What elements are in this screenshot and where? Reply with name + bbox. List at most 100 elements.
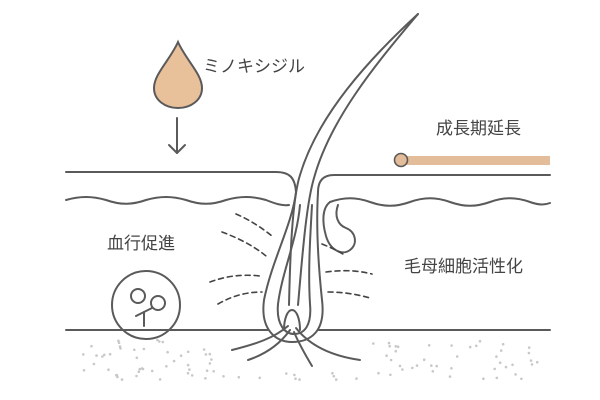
dot xyxy=(188,368,191,371)
dot xyxy=(372,342,375,345)
dot xyxy=(511,363,514,367)
dot xyxy=(468,345,472,349)
dot xyxy=(108,352,112,356)
dot xyxy=(398,364,402,368)
dot xyxy=(137,370,141,374)
dot xyxy=(431,370,435,373)
dot xyxy=(172,359,176,363)
dot xyxy=(204,377,207,380)
dot xyxy=(475,344,478,348)
dot xyxy=(208,352,212,356)
dot xyxy=(161,340,165,344)
skin-surface-line xyxy=(65,171,297,193)
dot xyxy=(385,354,388,358)
dot xyxy=(396,345,400,349)
arrow-down-icon xyxy=(168,117,186,154)
dot xyxy=(107,368,110,372)
dot xyxy=(455,355,459,358)
dot xyxy=(135,356,139,360)
sebaceous-gland xyxy=(322,201,356,254)
dot xyxy=(186,363,190,367)
capillary-line xyxy=(295,327,361,361)
dot xyxy=(166,350,169,354)
dot xyxy=(115,373,118,377)
dot xyxy=(92,362,96,366)
dot xyxy=(401,368,404,371)
blood-cell-icon xyxy=(111,270,181,340)
epidermis-wavy-line xyxy=(65,196,290,207)
dot xyxy=(499,349,503,352)
dot xyxy=(95,354,98,357)
dot xyxy=(493,367,497,371)
dot xyxy=(529,359,533,362)
dot xyxy=(82,369,86,372)
dot xyxy=(179,354,183,358)
dot xyxy=(331,371,334,375)
dot xyxy=(212,370,215,373)
dot xyxy=(388,344,392,348)
droplet-icon xyxy=(152,39,204,110)
capillary-line xyxy=(293,331,313,367)
dot xyxy=(140,367,144,370)
dot xyxy=(482,377,485,381)
dot xyxy=(355,377,358,380)
dot xyxy=(535,360,539,364)
dot xyxy=(158,378,162,381)
dot xyxy=(204,353,208,356)
dot xyxy=(135,374,138,378)
dot xyxy=(186,371,190,375)
dot xyxy=(415,364,419,367)
skin-surface-line-right xyxy=(317,174,551,193)
dot xyxy=(186,350,190,354)
dot xyxy=(520,377,523,381)
dot xyxy=(387,341,391,345)
dot xyxy=(504,365,508,369)
dot xyxy=(377,371,380,375)
dot xyxy=(120,378,124,381)
dot xyxy=(156,338,159,342)
dot xyxy=(222,375,225,378)
dot xyxy=(117,341,121,345)
dot xyxy=(298,378,301,381)
dot xyxy=(90,344,93,348)
dot xyxy=(165,365,168,368)
dot xyxy=(133,348,136,352)
dot xyxy=(202,348,206,351)
follicle-inner xyxy=(276,204,313,335)
dot xyxy=(258,376,262,380)
dot xyxy=(450,344,453,347)
dot xyxy=(332,374,336,378)
dot xyxy=(208,362,212,365)
dot xyxy=(101,355,104,358)
growth-phase-bar xyxy=(393,152,550,168)
dot xyxy=(119,347,122,350)
dot xyxy=(527,351,531,355)
dot xyxy=(527,346,531,349)
label-minoxidil: ミノキシジル xyxy=(203,57,305,77)
capillary-line xyxy=(247,329,291,361)
dot xyxy=(501,342,505,346)
capillary-line xyxy=(231,325,289,351)
subcutaneous-dots xyxy=(82,338,539,381)
activation-dashes xyxy=(209,213,373,305)
dot xyxy=(138,367,142,371)
dot xyxy=(530,363,534,366)
dermal-papilla xyxy=(283,309,301,331)
dot xyxy=(422,358,426,362)
dot xyxy=(293,373,296,377)
dot xyxy=(150,369,154,373)
dot xyxy=(205,369,209,373)
dot xyxy=(190,374,194,377)
dot xyxy=(498,361,502,365)
dot xyxy=(427,344,431,347)
dot xyxy=(435,364,439,368)
dot xyxy=(237,375,241,379)
dot xyxy=(411,366,414,370)
dot xyxy=(514,373,517,376)
dot xyxy=(448,375,452,378)
hair-shaft-inner xyxy=(297,13,419,306)
dot xyxy=(495,376,499,380)
dot xyxy=(334,378,338,381)
label-blood-flow: 血行促進 xyxy=(107,234,175,254)
